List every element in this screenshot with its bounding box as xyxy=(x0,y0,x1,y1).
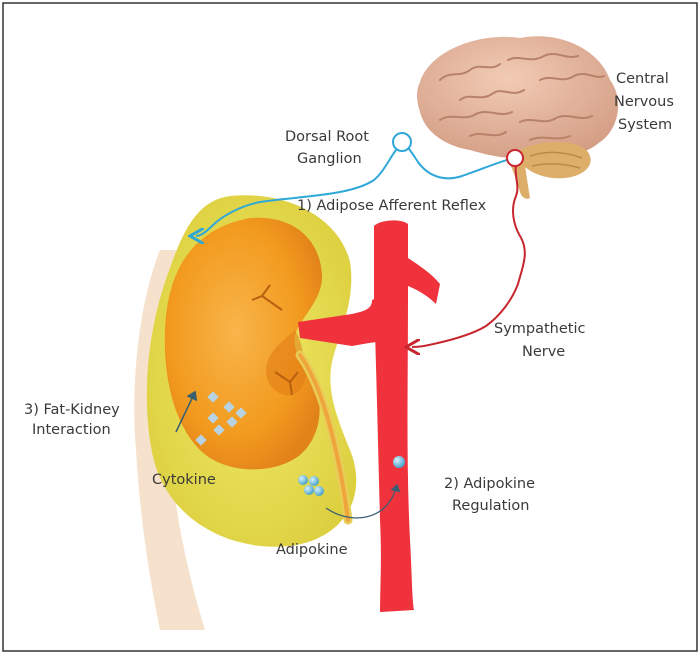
fat-kidney-label-line2: Interaction xyxy=(32,422,111,438)
cns-label-line2: Nervous xyxy=(614,94,674,110)
cerebellum-folia xyxy=(529,151,583,169)
brain xyxy=(417,36,619,199)
brainstem xyxy=(508,160,530,199)
sympathetic-label-line2: Nerve xyxy=(522,344,565,360)
dorsal-root-ganglion xyxy=(392,132,412,152)
renal-calyx-lower xyxy=(274,371,299,396)
cytokine-arrow xyxy=(175,390,198,433)
kidney xyxy=(164,217,323,470)
adipokine-dot xyxy=(314,486,324,496)
adipokine-arrow xyxy=(325,483,401,519)
cerebrum xyxy=(417,36,619,159)
cerebellum xyxy=(520,142,591,179)
cns-label-line3: System xyxy=(618,117,672,133)
adipokine-dot xyxy=(393,456,405,468)
fat-kidney-label-line1: 3) Fat-Kidney xyxy=(24,402,120,418)
cns-node xyxy=(506,149,524,167)
regulation-label-line2: Regulation xyxy=(452,498,529,514)
adipokine-particles xyxy=(298,456,405,496)
adipokine-dot xyxy=(309,476,319,486)
brain-gyri xyxy=(439,53,605,141)
afferent-nerve xyxy=(196,144,515,236)
cns-label-line1: Central xyxy=(616,71,669,87)
sympathetic-nerve xyxy=(412,164,526,347)
reflex-label: 1) Adipose Afferent Reflex xyxy=(297,198,487,214)
renal-artery xyxy=(298,296,386,346)
cytokine-label: Cytokine xyxy=(152,472,216,488)
regulation-label-line1: 2) Adipokine xyxy=(444,476,535,492)
renal-calyx-upper xyxy=(251,284,283,311)
sympathetic-label-line1: Sympathetic xyxy=(494,321,586,337)
adipokine-label: Adipokine xyxy=(276,542,348,558)
adipokine-dot xyxy=(304,485,314,495)
drg-label-line2: Ganglion xyxy=(297,151,362,167)
adipokine-dot xyxy=(298,475,308,485)
drg-label-line1: Dorsal Root xyxy=(285,129,369,145)
aorta xyxy=(374,220,440,612)
ureter-core xyxy=(298,353,350,522)
renal-sinus xyxy=(265,330,307,396)
